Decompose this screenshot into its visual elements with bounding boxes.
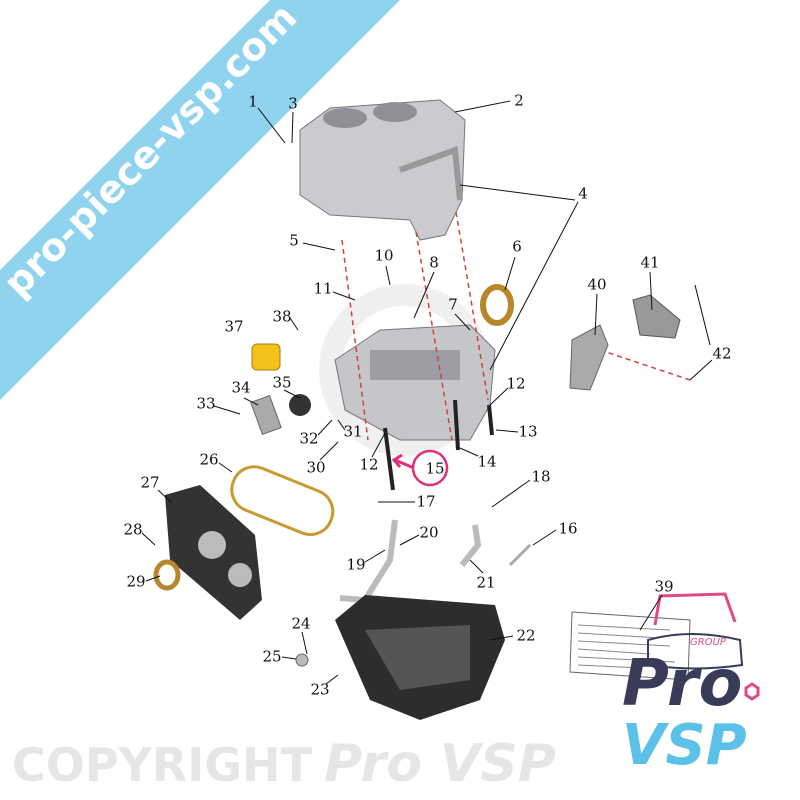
- timing-cover: [165, 485, 262, 620]
- callout-30: 30: [306, 458, 326, 477]
- callout-16: 16: [558, 519, 578, 538]
- tube-21: [459, 524, 482, 567]
- callout-39: 39: [654, 577, 674, 596]
- callout-8: 8: [429, 253, 439, 272]
- callout-35: 35: [272, 373, 292, 392]
- oil-pan: [335, 595, 505, 720]
- pump-cover: [250, 394, 282, 436]
- callout-29: 29: [126, 572, 146, 591]
- callout-38: 38: [272, 307, 292, 326]
- callout-19: 19: [346, 555, 366, 574]
- callout-11: 11: [313, 279, 333, 298]
- callout-5: 5: [289, 231, 299, 250]
- label-sticker: [569, 611, 691, 681]
- callout-3: 3: [288, 94, 298, 113]
- callout-22: 22: [516, 626, 536, 645]
- callout-42: 42: [712, 344, 732, 363]
- logo-group-tag: GROUP: [690, 637, 726, 648]
- oil-pump: [289, 394, 311, 416]
- callout-7: 7: [448, 295, 458, 314]
- assembly-lines: [341, 211, 691, 441]
- watermark-text: COPYRIGHT: [12, 738, 313, 792]
- callout-34: 34: [231, 378, 251, 397]
- callout-32: 32: [299, 429, 319, 448]
- tube-19: [339, 519, 398, 604]
- url-banner: [0, 0, 400, 400]
- callout-40: 40: [587, 275, 607, 294]
- callout-41: 41: [640, 253, 660, 272]
- leader-lines: [141, 100, 713, 685]
- callout-31: 31: [343, 422, 363, 441]
- callout-27: 27: [140, 473, 160, 492]
- callout-12: 12: [506, 374, 526, 393]
- drain-plug: [295, 653, 309, 667]
- bracket-40: [569, 324, 609, 391]
- callout-15: 15: [425, 459, 445, 478]
- callout-2: 2: [514, 91, 524, 110]
- callout-37: 37: [224, 317, 244, 336]
- dipstick: [508, 543, 532, 567]
- callout-25: 25: [262, 647, 282, 666]
- highlight-arrow-icon: [391, 453, 415, 470]
- logo-vsp: VSP: [622, 713, 747, 778]
- bolts: [383, 399, 494, 491]
- watermark-brand: Pro VSP: [324, 734, 556, 794]
- logo-nut-icon: [744, 682, 760, 701]
- bracket-41: [632, 294, 681, 339]
- seal-6: [480, 284, 514, 326]
- callout-26: 26: [199, 450, 219, 469]
- callout-13: 13: [518, 422, 538, 441]
- callout-12b: 12: [359, 455, 379, 474]
- callout-28: 28: [123, 520, 143, 539]
- callout-23: 23: [310, 680, 330, 699]
- logo-car-icon: [647, 592, 744, 670]
- oil-filter: [251, 343, 281, 371]
- callout-24: 24: [291, 614, 311, 633]
- cylinder-block: [299, 99, 466, 241]
- belt: [230, 465, 335, 537]
- callout-4: 4: [578, 184, 588, 203]
- callout-20: 20: [419, 523, 439, 542]
- callout-14: 14: [477, 452, 497, 471]
- callout-21: 21: [476, 573, 496, 592]
- seal-29: [153, 559, 181, 591]
- callout-18: 18: [531, 467, 551, 486]
- callout-10: 10: [374, 246, 394, 265]
- logo-pro: Pro: [622, 647, 743, 721]
- callout-33: 33: [196, 394, 216, 413]
- callout-17: 17: [416, 492, 436, 511]
- callout-1: 1: [248, 92, 258, 111]
- callout-6: 6: [512, 237, 522, 256]
